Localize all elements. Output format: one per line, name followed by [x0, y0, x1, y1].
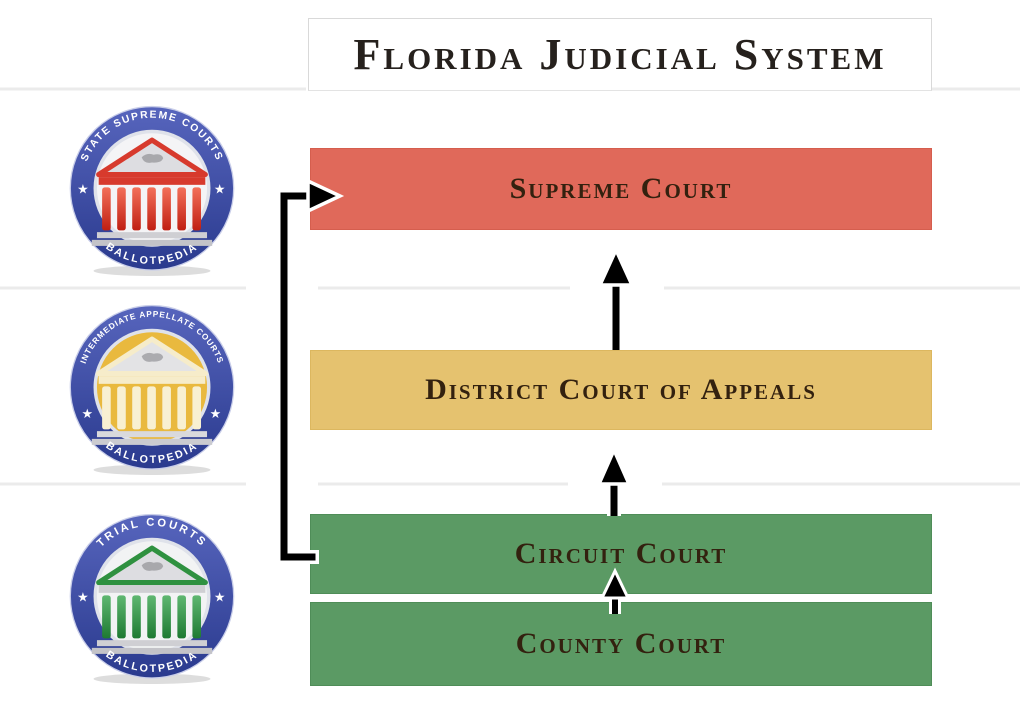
- district-court-of-appeals-label: District Court of Appeals: [425, 373, 817, 406]
- badge-shadow: [93, 673, 211, 684]
- star-icon: ★: [77, 590, 89, 605]
- badge-shadow: [93, 265, 211, 276]
- trial-courts-badge: TRIAL COURTS BALLOTPEDIA ★ ★: [69, 513, 235, 684]
- state-supreme-courts-badge: STATE SUPREME COURTS BALLOTPEDIA ★ ★: [69, 105, 235, 276]
- district-court-of-appeals-box: District Court of Appeals: [310, 350, 932, 430]
- county-court-label: County Court: [515, 627, 727, 660]
- county-court-box: County Court: [310, 602, 932, 686]
- page-title: Florida Judicial System: [308, 18, 932, 91]
- courthouse-icon: [91, 545, 213, 654]
- courthouse-icon: [91, 336, 213, 445]
- circuit-court-label: Circuit Court: [514, 537, 728, 570]
- intermediate-appellate-courts-badge: INTERMEDIATE APPELLATE COURTS BALLOTPEDI…: [69, 304, 235, 475]
- circuit-court-box: Circuit Court: [310, 514, 932, 594]
- star-icon: ★: [81, 407, 93, 422]
- page-title-text: Florida Judicial System: [353, 29, 887, 79]
- star-icon: ★: [210, 407, 222, 422]
- star-icon: ★: [214, 590, 226, 605]
- courthouse-icon: [91, 137, 213, 246]
- arrow-circuit-to-appeals: [596, 445, 632, 516]
- supreme-court-label: Supreme Court: [509, 172, 733, 205]
- star-icon: ★: [77, 182, 89, 197]
- star-icon: ★: [214, 182, 226, 197]
- supreme-court-box: Supreme Court: [310, 148, 932, 230]
- arrow-appeals-to-supreme: [597, 245, 635, 350]
- badge-shadow: [93, 464, 211, 475]
